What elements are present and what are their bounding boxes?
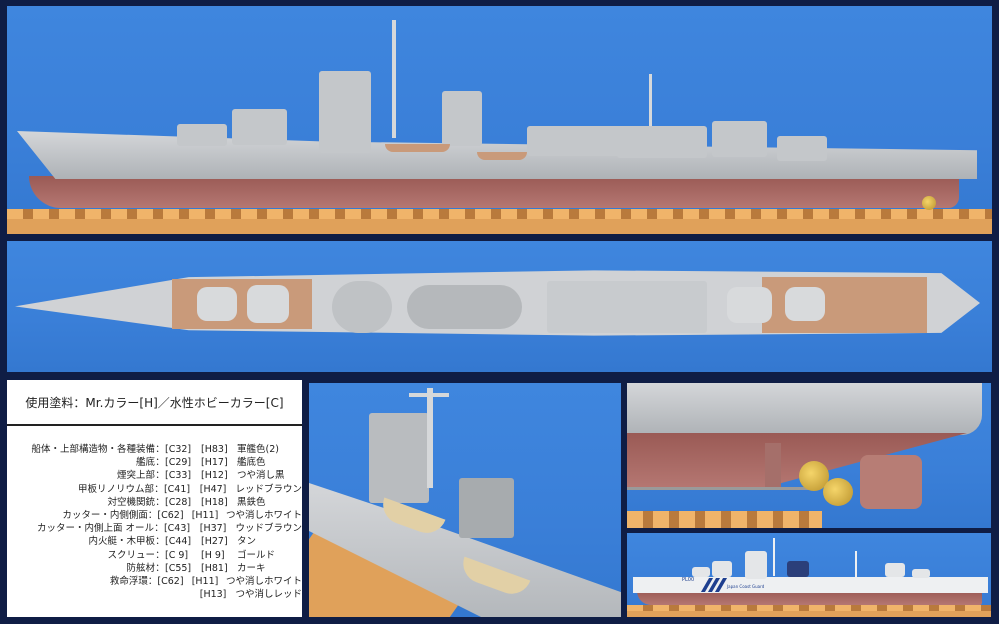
side-profile-photo: [7, 6, 992, 234]
paint-row: スクリュー：[C 9][H 9]ゴールド: [107, 549, 276, 561]
aft-turret-2: [777, 136, 827, 161]
forward-turret: [712, 561, 732, 577]
midship-structure: [527, 126, 627, 156]
foremast: [773, 538, 775, 576]
cutter-boat: [477, 152, 527, 160]
forward-turret-1: [177, 124, 227, 146]
aft-turret: [885, 563, 905, 577]
display-stand: [627, 605, 991, 617]
rudder: [860, 455, 922, 509]
aft-turret-2-top: [785, 287, 825, 321]
forward-turret-2-top: [247, 285, 289, 323]
ship-hull-lower: [29, 176, 959, 208]
aft-structure: [617, 126, 707, 158]
cutter-boat: [385, 144, 450, 152]
midship-top: [547, 281, 707, 333]
forward-deck-linoleum: [172, 279, 312, 329]
shaft-strut: [765, 443, 781, 488]
propeller: [922, 196, 936, 210]
foremast-closeup: [427, 388, 433, 488]
stern-propeller-closeup-photo: [627, 383, 991, 528]
foremast: [392, 20, 396, 138]
top-down-photo: [7, 241, 992, 372]
display-stand: [7, 209, 992, 234]
funnel: [787, 561, 809, 577]
paint-row: 煙突上部：[C33][H12]つや消し黒: [116, 470, 285, 482]
paint-row: 甲板リノリウム部：[C41][H47]レッドブラウン: [78, 483, 302, 495]
bridge: [745, 551, 767, 579]
funnel-closeup: [459, 478, 514, 538]
paint-row: 防舷材：[C55][H81]カーキ: [126, 562, 266, 574]
paint-row: 救命浮環：[C62][H11]つや消しホワイト: [109, 576, 302, 588]
propeller-shaft: [627, 487, 817, 490]
aft-turret-1-top: [727, 287, 772, 323]
coast-guard-variant-photo: PL00 Japan Coast Guard: [627, 533, 991, 617]
stern-hull: [627, 383, 982, 435]
funnel-top: [407, 285, 522, 329]
aft-turret: [912, 569, 930, 578]
propeller: [823, 478, 853, 506]
forward-turret: [692, 567, 710, 577]
paint-row: カッター・内側側面：[C62][H11]つや消しホワイト: [62, 510, 302, 522]
paint-legend: 使用塗料：Mr.カラー[H]／水性ホビーカラー[C] 船体・上部構造物・各種装備…: [7, 380, 302, 617]
bridge-tower: [369, 413, 429, 503]
legend-title: 使用塗料：Mr.カラー[H]／水性ホビーカラー[C]: [7, 380, 302, 426]
forward-turret-2: [232, 109, 287, 145]
aft-turret-1: [712, 121, 767, 157]
paint-row: 艦底：[C29][H17]艦底色: [135, 457, 266, 469]
bridge: [319, 71, 371, 153]
hull-lettering: Japan Coast Guard: [727, 584, 765, 589]
paint-row: 対空機関銃：[C28][H18]黒鉄色: [107, 496, 266, 508]
paint-row: [H13]つや消しレッド: [199, 589, 302, 601]
ship-hull-lower: [637, 591, 982, 605]
mainmast: [649, 74, 652, 154]
funnel: [442, 91, 482, 146]
paint-list: 船体・上部構造物・各種装備：[C32][H83]軍艦色(2) 艦底：[C29][…: [7, 443, 302, 601]
bridge-top: [332, 281, 392, 333]
paint-row: カッター・内側上面 オール：[C43][H37]ウッドブラウン: [37, 523, 302, 535]
bridge-closeup-photo: [309, 383, 621, 617]
paint-row: 内火艇・木甲板：[C44][H27]タン: [88, 536, 257, 548]
foremast-yard: [409, 393, 449, 397]
display-stand: [627, 511, 822, 528]
forward-turret-1-top: [197, 287, 237, 321]
mainmast: [855, 551, 857, 577]
paint-row: 船体・上部構造物・各種装備：[C32][H83]軍艦色(2): [31, 444, 279, 455]
hull-number: PL00: [682, 577, 695, 583]
